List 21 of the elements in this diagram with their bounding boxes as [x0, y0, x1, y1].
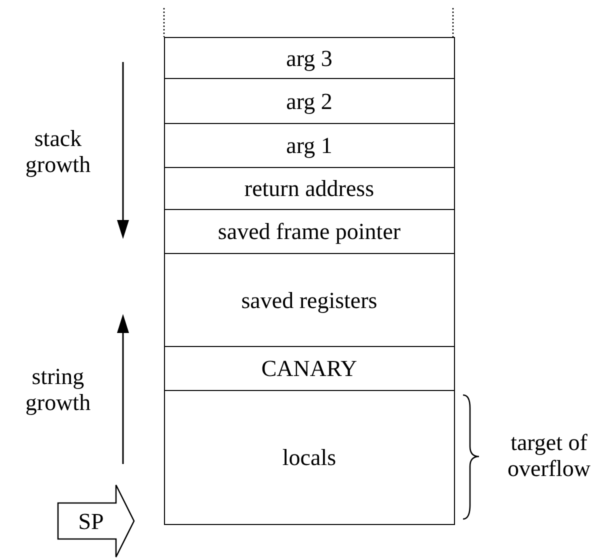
stack-slot — [164, 123, 454, 168]
annotation-text: target of overflow — [506, 430, 592, 482]
slot-label: CANARY — [261, 357, 358, 380]
direction-label: string growth — [24, 364, 92, 417]
pointer-label: SP — [77, 510, 105, 533]
stack-slot — [164, 390, 454, 524]
slot-label: saved frame pointer — [218, 220, 401, 244]
direction-label: stack growth — [24, 126, 92, 179]
stack-slot — [164, 253, 454, 348]
stack-slot — [164, 167, 454, 210]
stack-slot — [164, 37, 454, 80]
slot-label: arg 3 — [286, 46, 332, 70]
slot-label: locals — [282, 446, 336, 469]
slot-label: saved registers — [241, 288, 378, 312]
stack-slot — [164, 209, 454, 254]
slot-label: return address — [244, 177, 374, 200]
slot-label: arg 2 — [286, 90, 332, 113]
stack-slot — [164, 78, 454, 124]
block-arrow — [57, 484, 136, 558]
slot-label: arg 1 — [286, 134, 332, 158]
stack-slot — [164, 346, 454, 392]
